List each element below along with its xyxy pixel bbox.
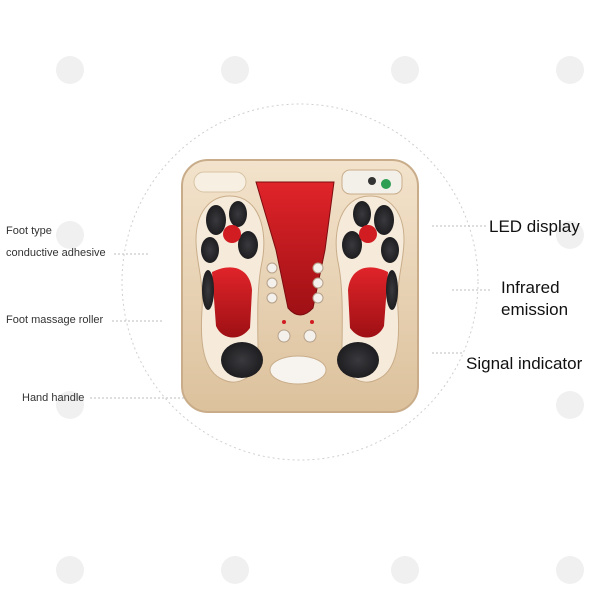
guide-circle [121,103,479,461]
label-infrared-line2: emission [501,300,569,319]
signal-indicator-light [381,179,391,189]
round-button-icon [266,262,324,343]
hand-handle [269,355,327,385]
label-conductive-adhesive: conductive adhesive [6,247,106,259]
label-infrared-line1: Infrared [501,278,560,297]
lotus-watermark-icon [56,56,584,584]
foot-massager-device [181,159,419,413]
label-foot-type: Foot type [6,225,52,237]
label-led-display: LED display [489,217,580,236]
label-signal-indicator: Signal indicator [466,354,583,373]
leader-lines [90,225,492,399]
label-foot-massage-roller: Foot massage roller [6,314,104,326]
label-hand-handle: Hand handle [22,392,85,404]
